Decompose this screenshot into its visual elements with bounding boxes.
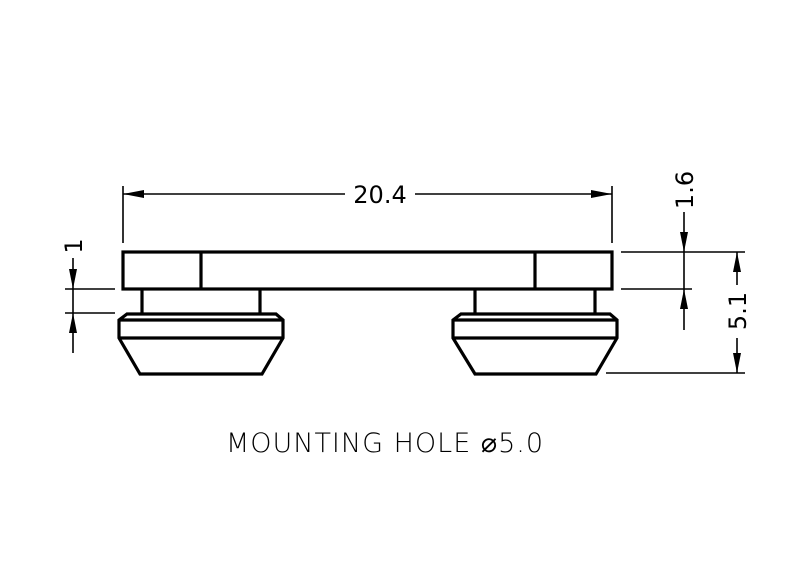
left-mounting-foot: [117, 289, 285, 376]
arrow-down-icon: [69, 269, 77, 289]
arrow-left-icon: [123, 190, 144, 198]
arrow-up-icon: [69, 313, 77, 333]
total-height-dimension: 5.1: [724, 252, 752, 373]
top-plate: [121, 250, 614, 291]
arrow-down-icon: [733, 353, 741, 373]
stem-height-dimension: 1: [60, 238, 115, 353]
arrow-down-icon: [680, 232, 688, 252]
right-mounting-foot: [451, 289, 619, 376]
stem-height-label: 1: [60, 238, 88, 253]
arrow-right-icon: [591, 190, 612, 198]
mounting-hole-caption: MOUNTING HOLE ⌀5.0: [226, 428, 544, 459]
arrow-up-icon: [680, 289, 688, 309]
total-height-label: 5.1: [724, 292, 752, 330]
width-dimension-label: 20.4: [353, 181, 406, 209]
width-dimension: 20.4: [122, 181, 613, 243]
plate-thickness-label: 1.6: [671, 171, 699, 209]
plate-thickness-dimension: 1.6: [671, 171, 699, 330]
arrow-up-icon: [733, 252, 741, 272]
